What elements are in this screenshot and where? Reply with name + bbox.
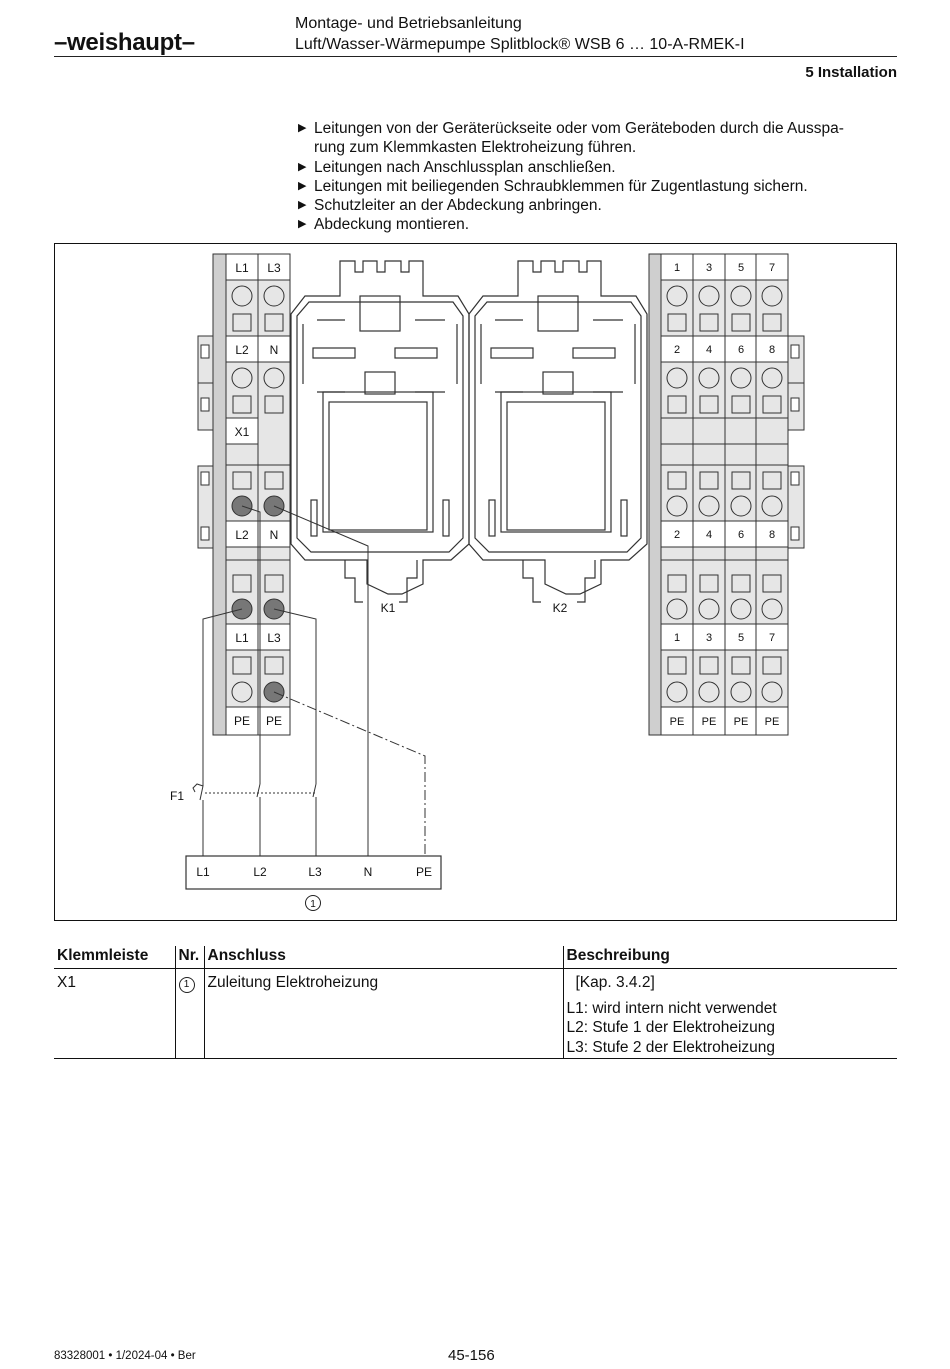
terminal-label: PE <box>702 716 717 728</box>
header-rule <box>54 56 897 57</box>
terminal-label: L1 <box>235 261 249 275</box>
instruction-step: ▶Schutzleiter an der Abdeckung anbringen… <box>298 197 602 215</box>
terminal-number: 5 <box>738 632 744 644</box>
wiring-diagram: L1 L3 L2 N X1 L2 N L1 L3 PE PE <box>54 243 897 921</box>
contactor-label-k1: K1 <box>381 601 396 615</box>
contactor-k2 <box>468 260 648 603</box>
terminal-label: PE <box>234 714 250 728</box>
supply-terminal: PE <box>416 865 432 879</box>
doc-title-line2: Luft/Wasser-Wärmepumpe Splitblock® WSB 6… <box>295 36 745 53</box>
terminal-number: 6 <box>738 529 744 541</box>
terminal-number: 3 <box>706 632 712 644</box>
desc-line-l3: L3: Stufe 2 der Elektroheizung <box>566 1038 776 1056</box>
terminal-label: PE <box>266 714 282 728</box>
instruction-step: ▶Abdeckung montieren. <box>298 216 470 234</box>
instruction-step: ▶Leitungen mit beiliegenden Schraubklemm… <box>298 177 808 195</box>
supply-terminal: L1 <box>196 865 210 879</box>
cell-nr: 1 <box>174 968 204 1059</box>
right-terminal-labels: 1 3 5 7 2 4 6 8 2 4 6 8 1 3 5 7 PE PE PE… <box>670 262 780 728</box>
terminal-label: L1 <box>235 631 249 645</box>
left-terminal-labels: L1 L3 L2 N X1 L2 N L1 L3 PE PE <box>234 261 282 728</box>
left-terminal-strip <box>197 253 291 736</box>
bullet-arrow-icon: ▶ <box>298 179 307 192</box>
terminal-number: 5 <box>738 262 744 274</box>
terminal-number: 1 <box>674 262 680 274</box>
desc-line-l1: L1: wird intern nicht verwendet <box>566 999 777 1017</box>
terminal-number: 2 <box>674 529 680 541</box>
terminal-label: N <box>270 528 279 542</box>
table-row: X1 1 Zuleitung Elektroheizung [Kap. 3.4.… <box>54 968 897 1059</box>
terminal-label: L2 <box>235 528 249 542</box>
terminal-label: N <box>270 343 279 357</box>
supply-marker-number: 1 <box>310 899 316 910</box>
terminal-label: L2 <box>235 343 249 357</box>
instruction-step-continuation: rung zum Klemmkasten Elektroheizung führ… <box>314 139 637 157</box>
wiring-diagram-svg: L1 L3 L2 N X1 L2 N L1 L3 PE PE <box>170 253 805 911</box>
terminal-label: PE <box>670 716 685 728</box>
terminal-number: 4 <box>706 529 712 541</box>
doc-title-line1: Montage- und Betriebsanleitung <box>295 15 522 32</box>
weishaupt-logo: –weishaupt– <box>54 29 195 56</box>
desc-line-l2: L2: Stufe 1 der Elektroheizung <box>566 1019 776 1036</box>
col-header-beschreibung: Beschreibung <box>562 946 897 969</box>
instruction-step: ▶Leitungen nach Anschlussplan anschließe… <box>298 158 616 176</box>
instruction-list: ▶Leitungen von der Geräterückseite oder … <box>298 119 888 235</box>
terminal-number: 6 <box>738 344 744 356</box>
cell-anschluss: Zuleitung Elektroheizung <box>203 968 563 1059</box>
col-header-nr: Nr. <box>174 946 204 969</box>
document-code: 83328001 • 1/2024-04 • Ber <box>54 1350 196 1362</box>
chapter-reference: [Kap. 3.4.2] <box>575 974 655 991</box>
terminal-label: PE <box>765 716 780 728</box>
table-header-row: Klemmleiste Nr. Anschluss Beschreibung <box>54 946 897 969</box>
supply-terminal: L3 <box>308 865 322 879</box>
supply-terminal-labels: L1 L2 L3 N PE <box>196 865 432 879</box>
terminal-label: PE <box>734 716 749 728</box>
fuse-label-f1: F1 <box>170 789 184 803</box>
terminal-number: 3 <box>706 262 712 274</box>
terminal-number: 2 <box>674 344 680 356</box>
supply-terminal: L2 <box>253 865 267 879</box>
bullet-arrow-icon: ▶ <box>298 160 307 173</box>
supply-marker-circle <box>305 895 321 911</box>
terminal-number: 7 <box>769 262 775 274</box>
terminal-number: 8 <box>769 529 775 541</box>
terminal-label: L3 <box>267 261 281 275</box>
bullet-arrow-icon: ▶ <box>298 218 307 231</box>
cell-klemmleiste: X1 <box>54 968 175 1059</box>
contactor-label-k2: K2 <box>553 601 568 615</box>
terminal-number: 1 <box>674 632 680 644</box>
terminal-number: 4 <box>706 344 712 356</box>
connection-table: Klemmleiste Nr. Anschluss Beschreibung X… <box>54 946 897 1059</box>
supply-terminal: N <box>364 865 373 879</box>
col-header-klemmleiste: Klemmleiste <box>54 946 175 969</box>
bullet-arrow-icon: ▶ <box>298 199 307 212</box>
col-header-anschluss: Anschluss <box>203 946 563 969</box>
cell-beschreibung: [Kap. 3.4.2] L1: wird intern nicht verwe… <box>562 968 897 1059</box>
terminal-label: L3 <box>267 631 281 645</box>
bullet-arrow-icon: ▶ <box>298 122 307 134</box>
contactor-k1 <box>290 260 470 603</box>
right-terminal-strip <box>648 253 805 736</box>
page-number: 45-156 <box>448 1347 495 1364</box>
terminal-number: 8 <box>769 344 775 356</box>
terminal-number: 7 <box>769 632 775 644</box>
instruction-step: ▶Leitungen von der Geräterückseite oder … <box>298 120 844 137</box>
supply-terminal-box <box>185 855 442 890</box>
terminal-strip-label-x1: X1 <box>235 425 250 439</box>
number-circle: 1 <box>178 977 195 993</box>
section-heading: 5 Installation <box>805 64 897 81</box>
wiring-lines <box>192 505 426 856</box>
